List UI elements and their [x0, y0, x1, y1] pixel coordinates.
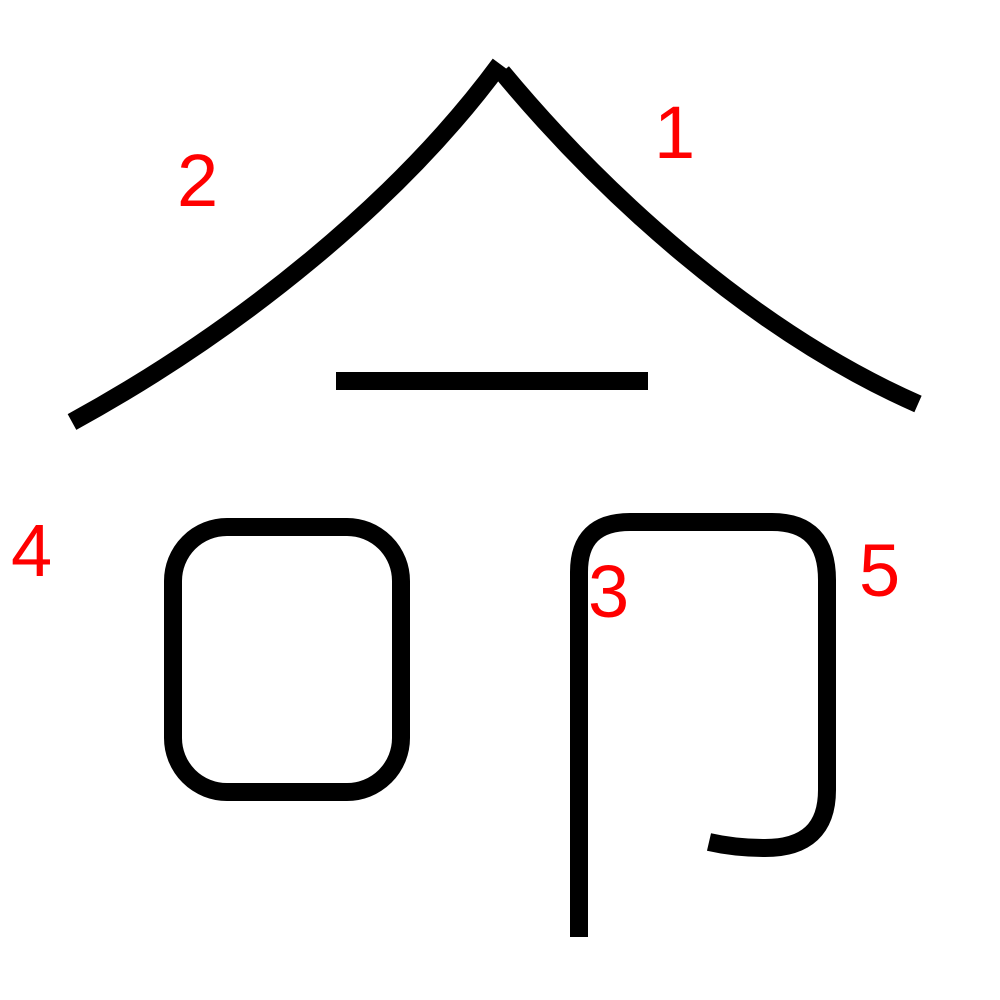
- stroke-label-4: 4: [11, 509, 52, 592]
- stroke-label-1: 1: [654, 91, 695, 174]
- stroke-2-path: [67, 58, 508, 430]
- stroke-1-path: [495, 66, 922, 413]
- stroke-label-5: 5: [859, 529, 900, 612]
- stroke-5-path: [706, 580, 836, 857]
- stroke-label-2: 2: [177, 139, 218, 222]
- stroke-3-path: [570, 513, 836, 937]
- stroke-label-3: 3: [588, 550, 629, 633]
- stroke-4-box: [164, 518, 410, 801]
